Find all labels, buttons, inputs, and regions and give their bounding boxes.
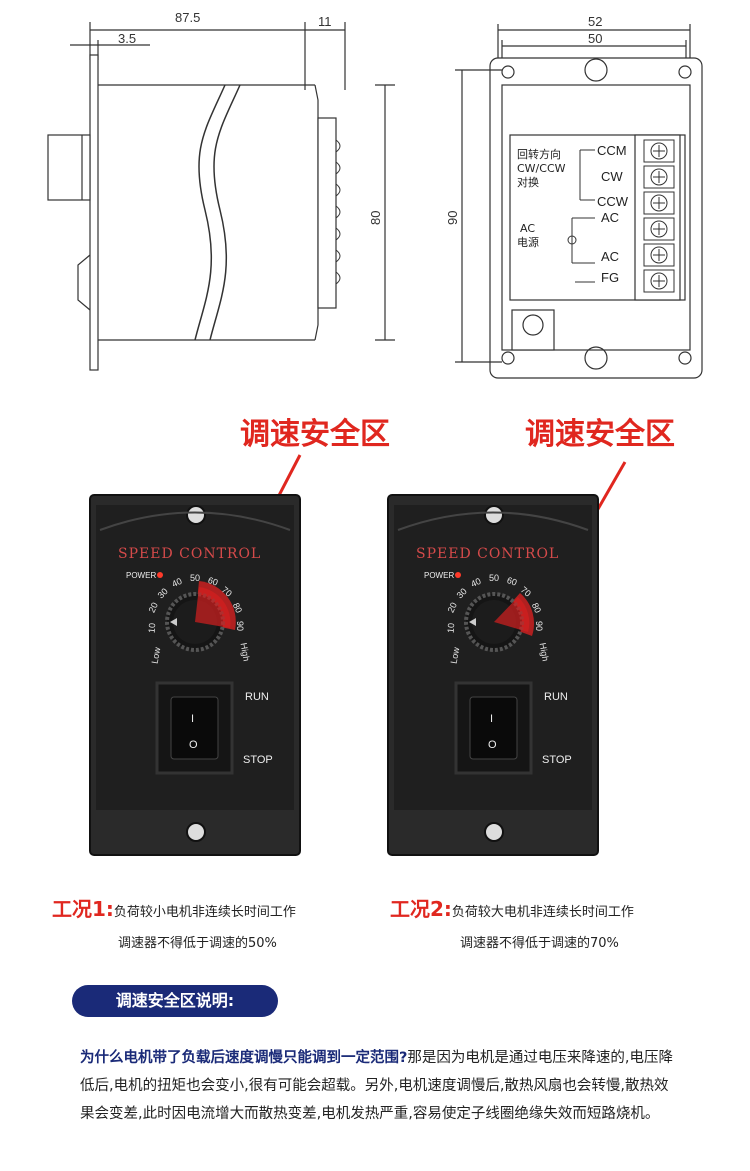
terminal-ac-2: AC [601,249,619,264]
terminal-ccw: CCW [597,194,629,209]
panel-1-scale-40: 40 [170,576,183,589]
panel-1-title: SPEED CONTROL [118,546,261,562]
safe-zone-title-left: 调速安全区 [240,417,390,452]
panel-2-scale-90: 90 [534,621,544,631]
explanation-paragraph: 为什么电机带了负载后速度调慢只能调到一定范围?那是因为电机是通过电压来降速的,电… [80,1044,680,1128]
safe-zone-title-right: 调速安全区 [525,417,675,452]
section-title-pill: 调速安全区说明: [72,985,278,1017]
panel-1-switch-on: I [191,713,194,725]
panel-2-stop-label: STOP [542,754,572,766]
label-rotation-1: 回转方向 [517,147,561,161]
panel-1-switch-off: O [189,739,198,751]
condition-1: 工况1:负荷较小电机非连续长时间工作 [52,893,296,922]
front-view-drawing [455,24,703,379]
condition-1-text: 负荷较小电机非连续长时间工作 [113,905,296,920]
product-illustration: 87.5 3.5 11 80 [47,10,703,856]
dim-height-front: 90 [445,211,460,225]
speed-controller-panel-1: SPEED CONTROL POWER Low 10 20 30 40 50 6… [89,494,301,856]
label-power-1: AC [520,222,535,235]
dim-height-side: 80 [368,211,383,225]
panel-1-scale-50: 50 [190,573,200,583]
panel-1-scale-80: 80 [231,601,244,614]
panel-2-scale-60: 60 [506,575,519,588]
panel-2-scale-70: 70 [519,585,533,599]
speed-controller-panel-2: SPEED CONTROL POWER Low 10 20 30 40 50 6… [387,494,599,856]
panel-2-title: SPEED CONTROL [416,546,559,562]
panel-2-run-label: RUN [544,691,568,703]
dim-flange: 3.5 [118,31,136,46]
explanation-answer: 那是因为电机是通过电压来降速的,电压降低后,电机的扭矩也会变小,很有可能会超载。… [80,1050,674,1122]
condition-1-key: 工况1: [52,897,114,921]
terminal-cw: CW [601,169,623,184]
panel-1-scale-60: 60 [207,575,220,588]
panel-2-scale-low: Low [449,646,462,664]
condition-1-note: 调速器不得低于调速的50% [118,936,277,951]
label-power-2: 电源 [517,235,539,249]
condition-2-text: 负荷较大电机非连续长时间工作 [451,905,634,920]
terminal-fg: FG [601,270,619,285]
panel-2-scale-50: 50 [489,573,499,583]
explanation-question: 为什么电机带了负载后速度调慢只能调到一定范围? [80,1050,408,1066]
panel-1-power-label: POWER [126,571,156,580]
panel-1-scale-low: Low [150,646,163,664]
panel-2-scale-high: High [538,642,551,662]
dim-width-outer: 52 [588,14,602,29]
panel-1-scale-20: 20 [147,601,160,614]
condition-2-key: 工况2: [390,897,452,921]
panel-2-switch-off: O [488,739,497,751]
label-rotation-2: CW/CCW [517,162,566,175]
panel-1-stop-label: STOP [243,754,273,766]
terminal-ccm: CCM [597,143,627,158]
dim-width-inner: 50 [588,31,602,46]
terminal-ac-1: AC [601,210,619,225]
panel-2-switch-on: I [490,713,493,725]
panel-2-power-label: POWER [424,571,454,580]
panel-2-scale-10: 10 [445,623,456,634]
dim-length: 87.5 [175,10,200,25]
panel-1-scale-90: 90 [235,621,245,631]
panel-1-scale-high: High [239,642,252,662]
side-view-drawing [47,22,395,371]
condition-2-note: 调速器不得低于调速的70% [460,936,619,951]
condition-2: 工况2:负荷较大电机非连续长时间工作 [390,893,634,922]
label-rotation-3: 对换 [517,175,539,189]
panel-1-scale-10: 10 [146,623,157,634]
dim-terminal-depth: 11 [318,14,332,29]
panel-1-scale-70: 70 [220,585,234,599]
panel-2-scale-20: 20 [446,601,459,614]
panel-2-scale-40: 40 [469,576,482,589]
panel-2-scale-80: 80 [530,601,543,614]
panel-1-run-label: RUN [245,691,269,703]
